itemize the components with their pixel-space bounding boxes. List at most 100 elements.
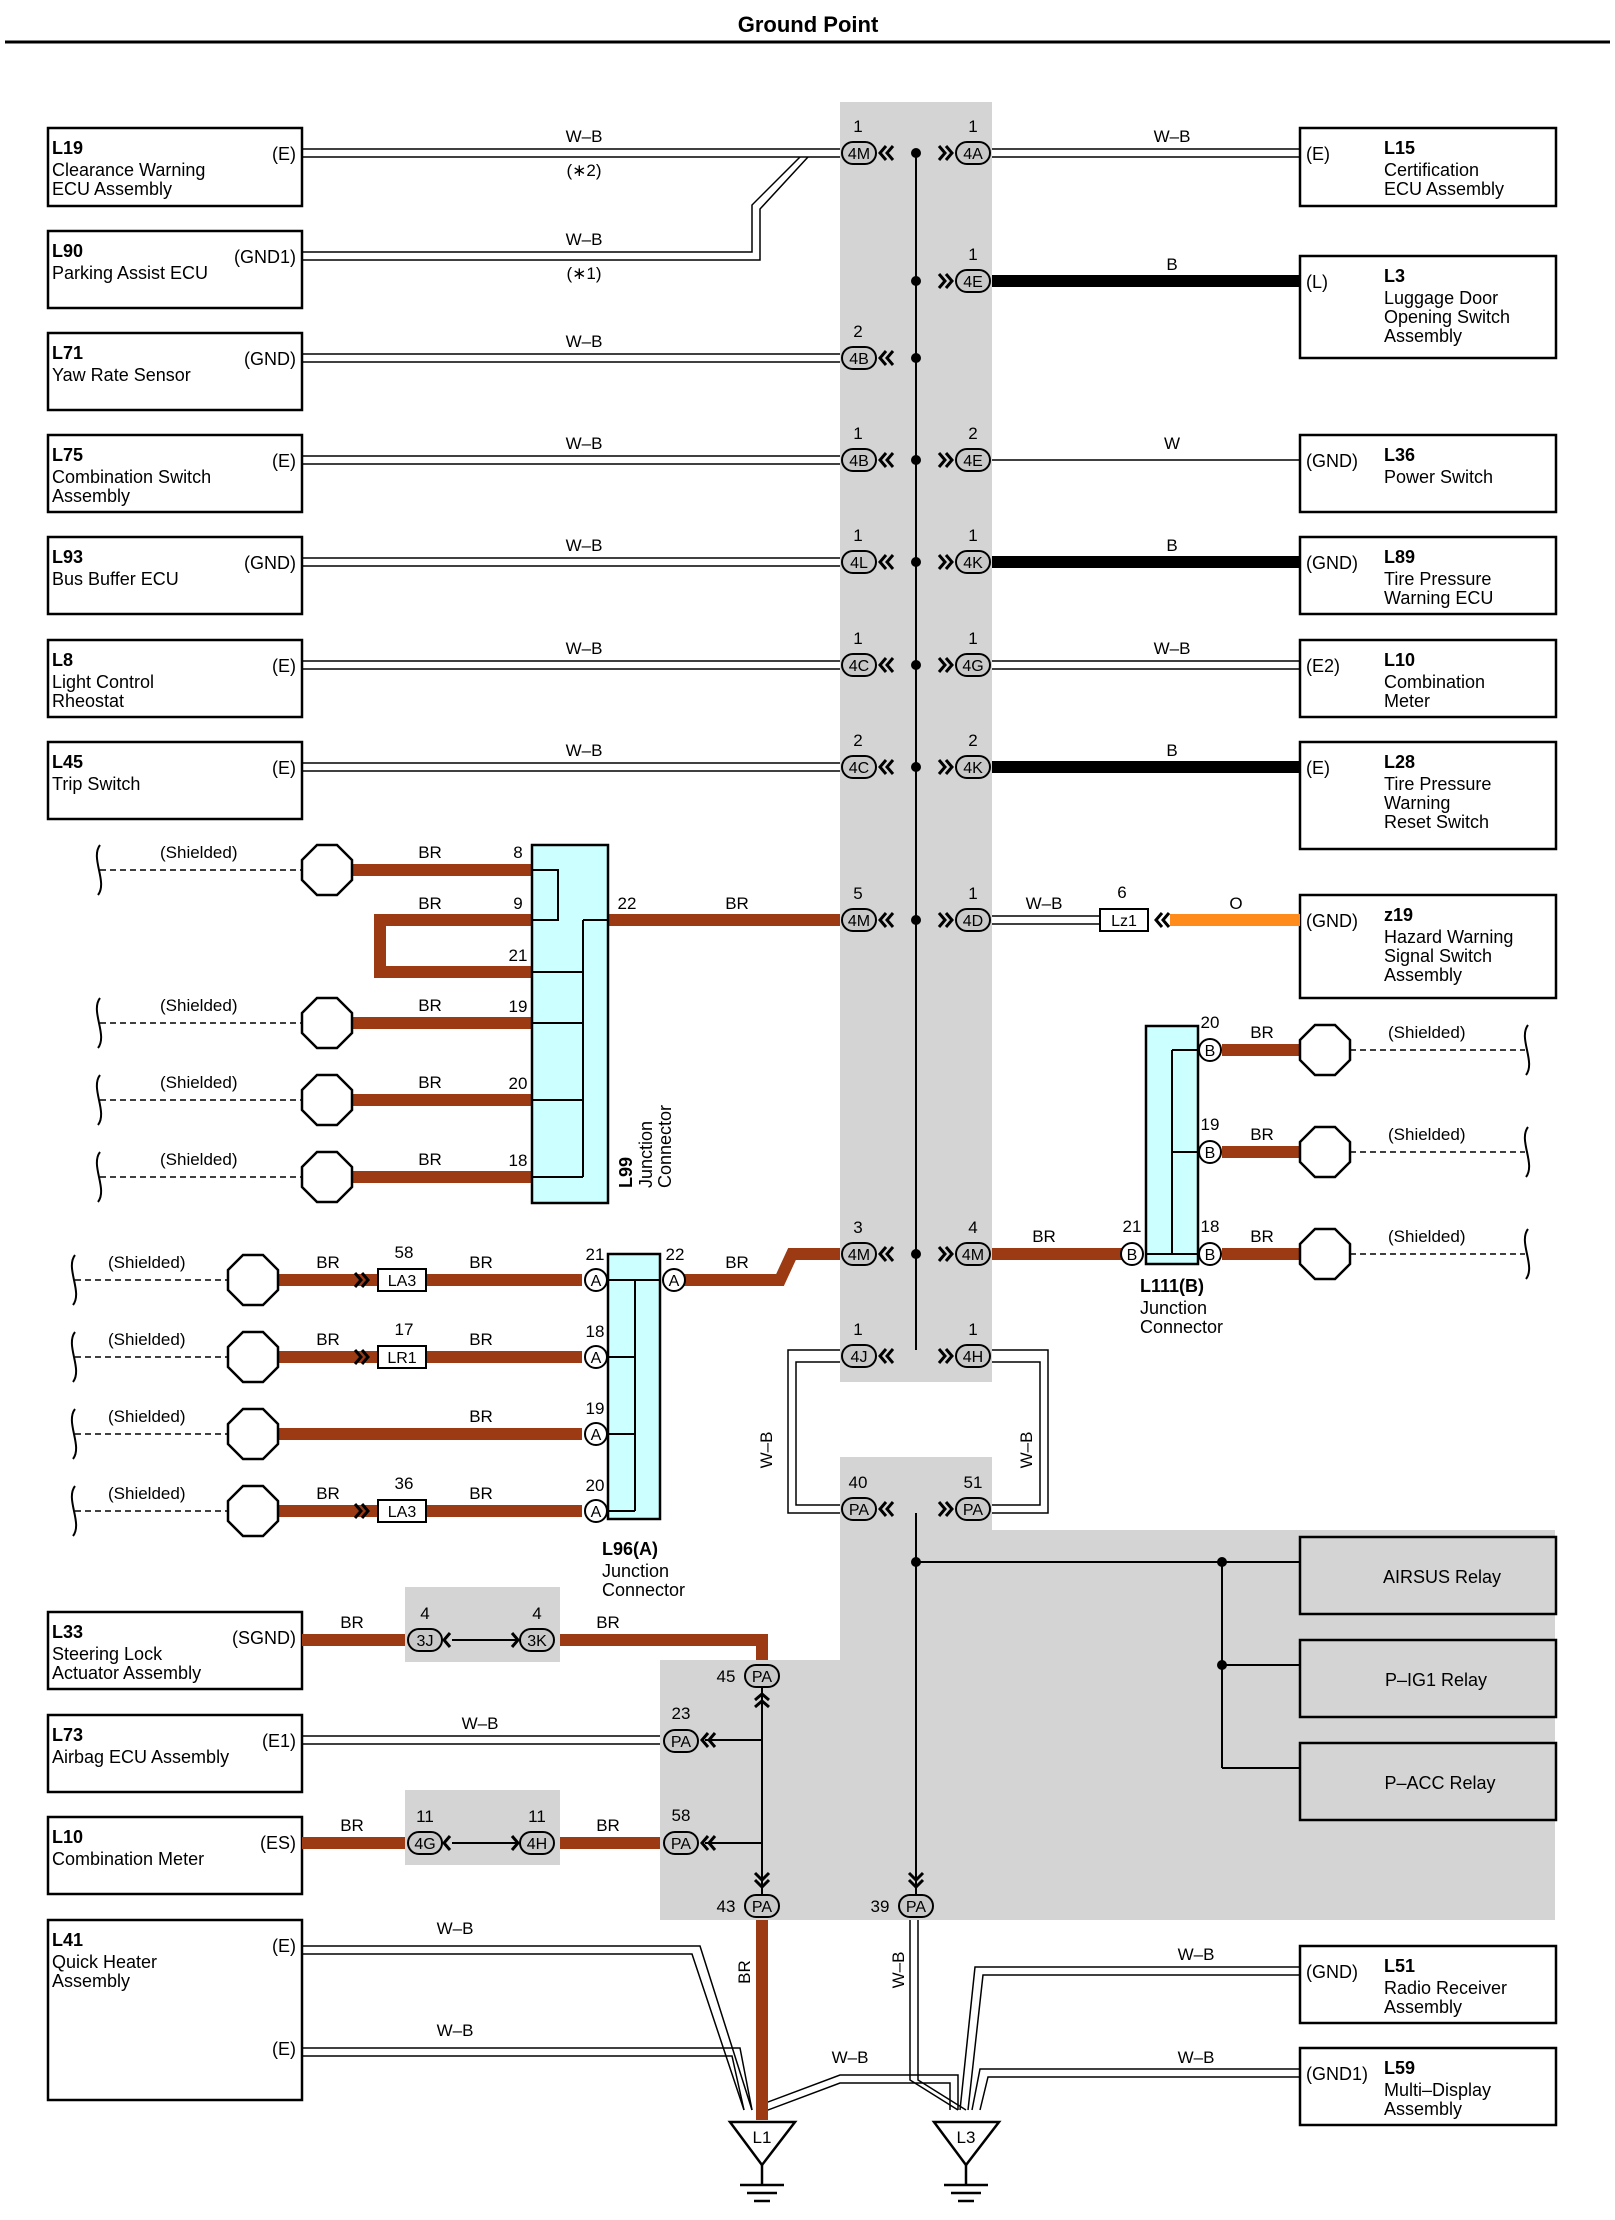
svg-text:21: 21 bbox=[1123, 1217, 1142, 1236]
svg-text:B: B bbox=[1166, 255, 1177, 274]
component-name: Yaw Rate Sensor bbox=[52, 365, 191, 385]
pin-label: (GND) bbox=[1306, 1962, 1358, 1982]
svg-text:20: 20 bbox=[586, 1476, 605, 1495]
component-name: Warning ECU bbox=[1384, 588, 1493, 608]
svg-text:PA: PA bbox=[752, 1669, 772, 1686]
svg-text:BR: BR bbox=[418, 894, 442, 913]
svg-text:40: 40 bbox=[849, 1473, 868, 1492]
component-code: L45 bbox=[52, 752, 83, 772]
component-name: Assembly bbox=[1384, 965, 1462, 985]
svg-text:19: 19 bbox=[509, 997, 528, 1016]
pin-label: (GND) bbox=[244, 349, 296, 369]
svg-text:18: 18 bbox=[509, 1151, 528, 1170]
shield-labels: (Shielded) (Shielded) (Shielded) (Shield… bbox=[108, 843, 1466, 1503]
svg-text:6: 6 bbox=[1117, 883, 1126, 902]
svg-text:W–B: W–B bbox=[437, 2021, 474, 2040]
svg-text:1: 1 bbox=[853, 424, 862, 443]
relay-label: AIRSUS Relay bbox=[1383, 1567, 1501, 1587]
svg-text:Junction: Junction bbox=[636, 1121, 656, 1188]
component-name: Assembly bbox=[52, 486, 130, 506]
component-name: Assembly bbox=[52, 1971, 130, 1991]
svg-text:BR: BR bbox=[1250, 1023, 1274, 1042]
svg-text:Connector: Connector bbox=[1140, 1317, 1223, 1337]
connector-chevrons bbox=[353, 145, 1171, 1890]
pin-label: (GND1) bbox=[234, 247, 296, 267]
component-code: L3 bbox=[1384, 266, 1405, 286]
component-name: Power Switch bbox=[1384, 467, 1493, 487]
inline-connectors bbox=[377, 908, 1149, 1523]
svg-text:BR: BR bbox=[340, 1613, 364, 1632]
svg-text:BR: BR bbox=[418, 843, 442, 862]
svg-text:W–B: W–B bbox=[566, 741, 603, 760]
svg-text:4M: 4M bbox=[962, 1247, 984, 1264]
svg-text:W–B: W–B bbox=[1178, 1945, 1215, 1964]
svg-text:(Shielded): (Shielded) bbox=[160, 843, 238, 862]
svg-text:BR: BR bbox=[596, 1613, 620, 1632]
svg-text:L1: L1 bbox=[753, 2128, 772, 2147]
pin-label: (E) bbox=[1306, 758, 1330, 778]
svg-text:W–B: W–B bbox=[566, 230, 603, 249]
svg-text:2: 2 bbox=[853, 322, 862, 341]
bus-lines bbox=[452, 153, 1300, 1900]
svg-text:W–B: W–B bbox=[1154, 127, 1191, 146]
page-title: Ground Point bbox=[738, 12, 879, 37]
svg-text:20: 20 bbox=[1201, 1013, 1220, 1032]
svg-text:L99: L99 bbox=[616, 1157, 636, 1188]
svg-text:3J: 3J bbox=[417, 1633, 434, 1650]
svg-text:36: 36 bbox=[395, 1474, 414, 1493]
ground-symbols bbox=[727, 2120, 1002, 2203]
svg-text:23: 23 bbox=[672, 1704, 691, 1723]
svg-text:4B: 4B bbox=[849, 351, 869, 368]
svg-text:W–B: W–B bbox=[566, 127, 603, 146]
svg-text:19: 19 bbox=[1201, 1115, 1220, 1134]
svg-text:W: W bbox=[1164, 434, 1180, 453]
svg-text:11: 11 bbox=[528, 1807, 546, 1826]
svg-text:BR: BR bbox=[725, 1253, 749, 1272]
svg-text:B: B bbox=[1205, 1043, 1216, 1060]
svg-text:(Shielded): (Shielded) bbox=[1388, 1125, 1466, 1144]
svg-text:1: 1 bbox=[968, 526, 977, 545]
component-name: Signal Switch bbox=[1384, 946, 1492, 966]
svg-text:2: 2 bbox=[853, 731, 862, 750]
component-code: L73 bbox=[52, 1725, 83, 1745]
pin-label: (GND) bbox=[1306, 451, 1358, 471]
svg-text:BR: BR bbox=[469, 1407, 493, 1426]
component-name: Multi–Display bbox=[1384, 2080, 1491, 2100]
svg-text:B: B bbox=[1127, 1247, 1138, 1264]
pin-label: (E) bbox=[272, 2039, 296, 2059]
svg-text:4M: 4M bbox=[848, 913, 870, 930]
svg-text:BR: BR bbox=[596, 1816, 620, 1835]
svg-text:1: 1 bbox=[968, 117, 977, 136]
svg-text:20: 20 bbox=[509, 1074, 528, 1093]
relay-label: P–ACC Relay bbox=[1384, 1773, 1495, 1793]
component-name: Warning bbox=[1384, 793, 1450, 813]
component-name: Actuator Assembly bbox=[52, 1663, 201, 1683]
svg-text:(Shielded): (Shielded) bbox=[160, 996, 238, 1015]
svg-text:1: 1 bbox=[853, 1320, 862, 1339]
svg-text:(Shielded): (Shielded) bbox=[160, 1073, 238, 1092]
svg-text:W–B: W–B bbox=[1017, 1432, 1036, 1469]
svg-text:A: A bbox=[669, 1273, 680, 1290]
pin-label: (ES) bbox=[260, 1833, 296, 1853]
svg-text:B: B bbox=[1166, 741, 1177, 760]
right-component-labels: L15 Certification ECU Assembly (E) L3 Lu… bbox=[1306, 138, 1513, 2119]
svg-text:BR: BR bbox=[418, 1073, 442, 1092]
component-code: L15 bbox=[1384, 138, 1415, 158]
svg-text:B: B bbox=[1205, 1145, 1216, 1162]
svg-text:4J: 4J bbox=[851, 1349, 868, 1366]
svg-text:22: 22 bbox=[618, 894, 637, 913]
b-wires bbox=[992, 275, 1300, 773]
component-name: Hazard Warning bbox=[1384, 927, 1513, 947]
svg-text:4: 4 bbox=[420, 1604, 429, 1623]
junction-internal bbox=[532, 869, 1198, 1512]
svg-text:4H: 4H bbox=[527, 1836, 547, 1853]
svg-text:BR: BR bbox=[735, 1960, 754, 1984]
component-name: Parking Assist ECU bbox=[52, 263, 208, 283]
relay-boxes bbox=[1298, 1535, 1558, 1822]
component-code: L51 bbox=[1384, 1956, 1415, 1976]
component-code: L59 bbox=[1384, 2058, 1415, 2078]
component-name: Quick Heater bbox=[52, 1952, 157, 1972]
svg-text:BR: BR bbox=[418, 996, 442, 1015]
